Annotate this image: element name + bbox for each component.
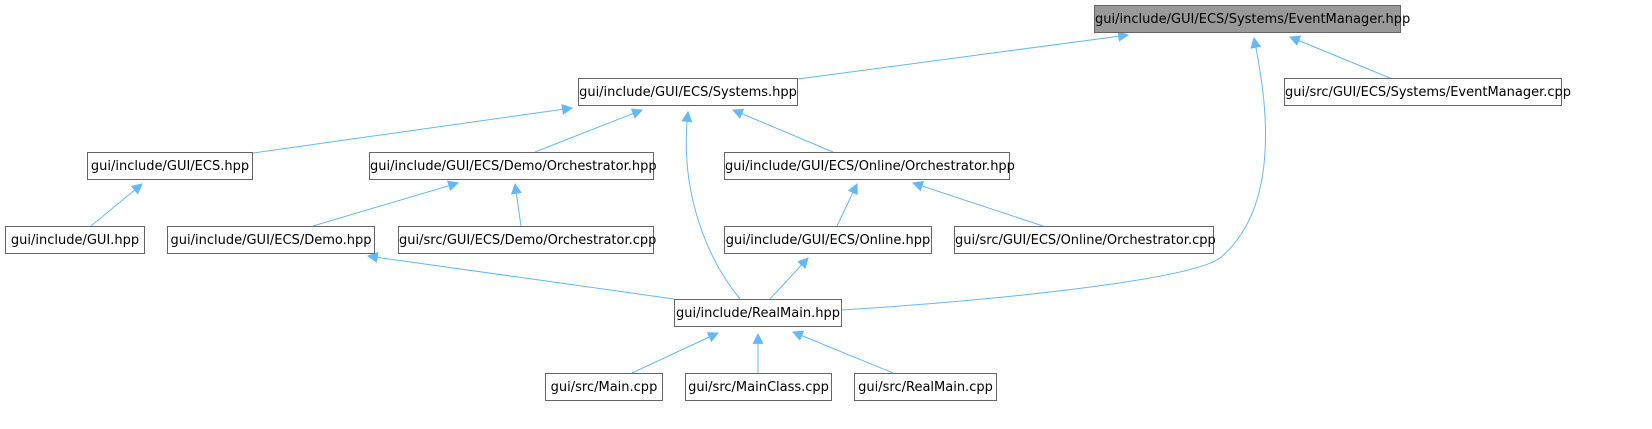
node-event-manager-cpp[interactable]: gui/src/GUI/ECS/Systems/EventManager.cpp bbox=[1284, 78, 1571, 106]
node-label: gui/include/GUI/ECS.hpp bbox=[90, 159, 250, 174]
node-online-hpp[interactable]: gui/include/GUI/ECS/Online.hpp bbox=[724, 226, 932, 254]
edge-realmain-to-eventmanager bbox=[841, 36, 1266, 311]
edge-ecs-to-systems bbox=[252, 103, 574, 154]
node-realmain-hpp[interactable]: gui/include/RealMain.hpp bbox=[674, 299, 842, 327]
node-online-orchestrator-cpp[interactable]: gui/src/GUI/ECS/Online/Orchestrator.cpp bbox=[954, 226, 1216, 254]
edge-realmain-to-online bbox=[769, 257, 809, 300]
edge-realmain-cpp-to-realmain bbox=[791, 330, 894, 374]
node-gui-hpp[interactable]: gui/include/GUI.hpp bbox=[5, 226, 145, 254]
node-label: gui/include/GUI/ECS/Systems/EventManager… bbox=[1095, 12, 1411, 27]
node-realmain-cpp[interactable]: gui/src/RealMain.cpp bbox=[854, 373, 997, 401]
edge-main-to-realmain bbox=[631, 332, 719, 374]
node-demo-orchestrator-hpp[interactable]: gui/include/GUI/ECS/Demo/Orchestrator.hp… bbox=[369, 152, 657, 180]
edge-eventmanager-cpp-to-eventmanager bbox=[1288, 35, 1391, 79]
node-label: gui/include/RealMain.hpp bbox=[676, 306, 840, 321]
node-label: gui/src/RealMain.cpp bbox=[858, 380, 993, 395]
edge-systems-to-eventmanager bbox=[797, 30, 1130, 80]
node-label: gui/src/GUI/ECS/Demo/Orchestrator.cpp bbox=[399, 233, 657, 248]
node-label: gui/include/GUI/ECS/Demo/Orchestrator.hp… bbox=[370, 159, 657, 174]
node-label: gui/include/GUI/ECS/Online/Orchestrator.… bbox=[725, 159, 1015, 174]
node-ecs-hpp[interactable]: gui/include/GUI/ECS.hpp bbox=[87, 152, 253, 180]
edge-realmain-to-systems bbox=[681, 110, 741, 300]
node-label: gui/include/GUI/ECS/Online.hpp bbox=[725, 233, 931, 248]
node-label: gui/src/Main.cpp bbox=[550, 380, 658, 395]
node-label: gui/src/GUI/ECS/Systems/EventManager.cpp bbox=[1285, 85, 1572, 100]
edge-online-to-online-orch bbox=[836, 183, 858, 227]
node-demo-orchestrator-cpp[interactable]: gui/src/GUI/ECS/Demo/Orchestrator.cpp bbox=[398, 226, 657, 254]
node-main-cpp[interactable]: gui/src/Main.cpp bbox=[545, 373, 663, 401]
node-event-manager-hpp[interactable]: gui/include/GUI/ECS/Systems/EventManager… bbox=[1094, 5, 1410, 33]
node-systems-hpp[interactable]: gui/include/GUI/ECS/Systems.hpp bbox=[578, 78, 798, 106]
edge-online-orch-cpp-to-online-orch bbox=[911, 180, 1044, 227]
edge-online-orch-to-systems bbox=[731, 108, 834, 153]
node-demo-hpp[interactable]: gui/include/GUI/ECS/Demo.hpp bbox=[167, 226, 375, 254]
node-label: gui/src/MainClass.cpp bbox=[688, 380, 829, 395]
node-label: gui/include/GUI/ECS/Systems.hpp bbox=[579, 85, 797, 100]
edge-demo-to-demo-orch bbox=[312, 180, 460, 227]
node-label: gui/src/GUI/ECS/Online/Orchestrator.cpp bbox=[955, 233, 1216, 248]
node-mainclass-cpp[interactable]: gui/src/MainClass.cpp bbox=[685, 373, 832, 401]
node-label: gui/include/GUI.hpp bbox=[10, 233, 140, 248]
node-online-orchestrator-hpp[interactable]: gui/include/GUI/ECS/Online/Orchestrator.… bbox=[724, 152, 1015, 180]
edge-gui-to-ecs bbox=[90, 183, 143, 227]
edge-demo-orch-to-systems bbox=[534, 108, 644, 153]
edge-realmain-to-demo bbox=[366, 251, 675, 300]
node-label: gui/include/GUI/ECS/Demo.hpp bbox=[170, 233, 372, 248]
edge-demo-orch-cpp-to-demo-orch bbox=[510, 182, 522, 227]
